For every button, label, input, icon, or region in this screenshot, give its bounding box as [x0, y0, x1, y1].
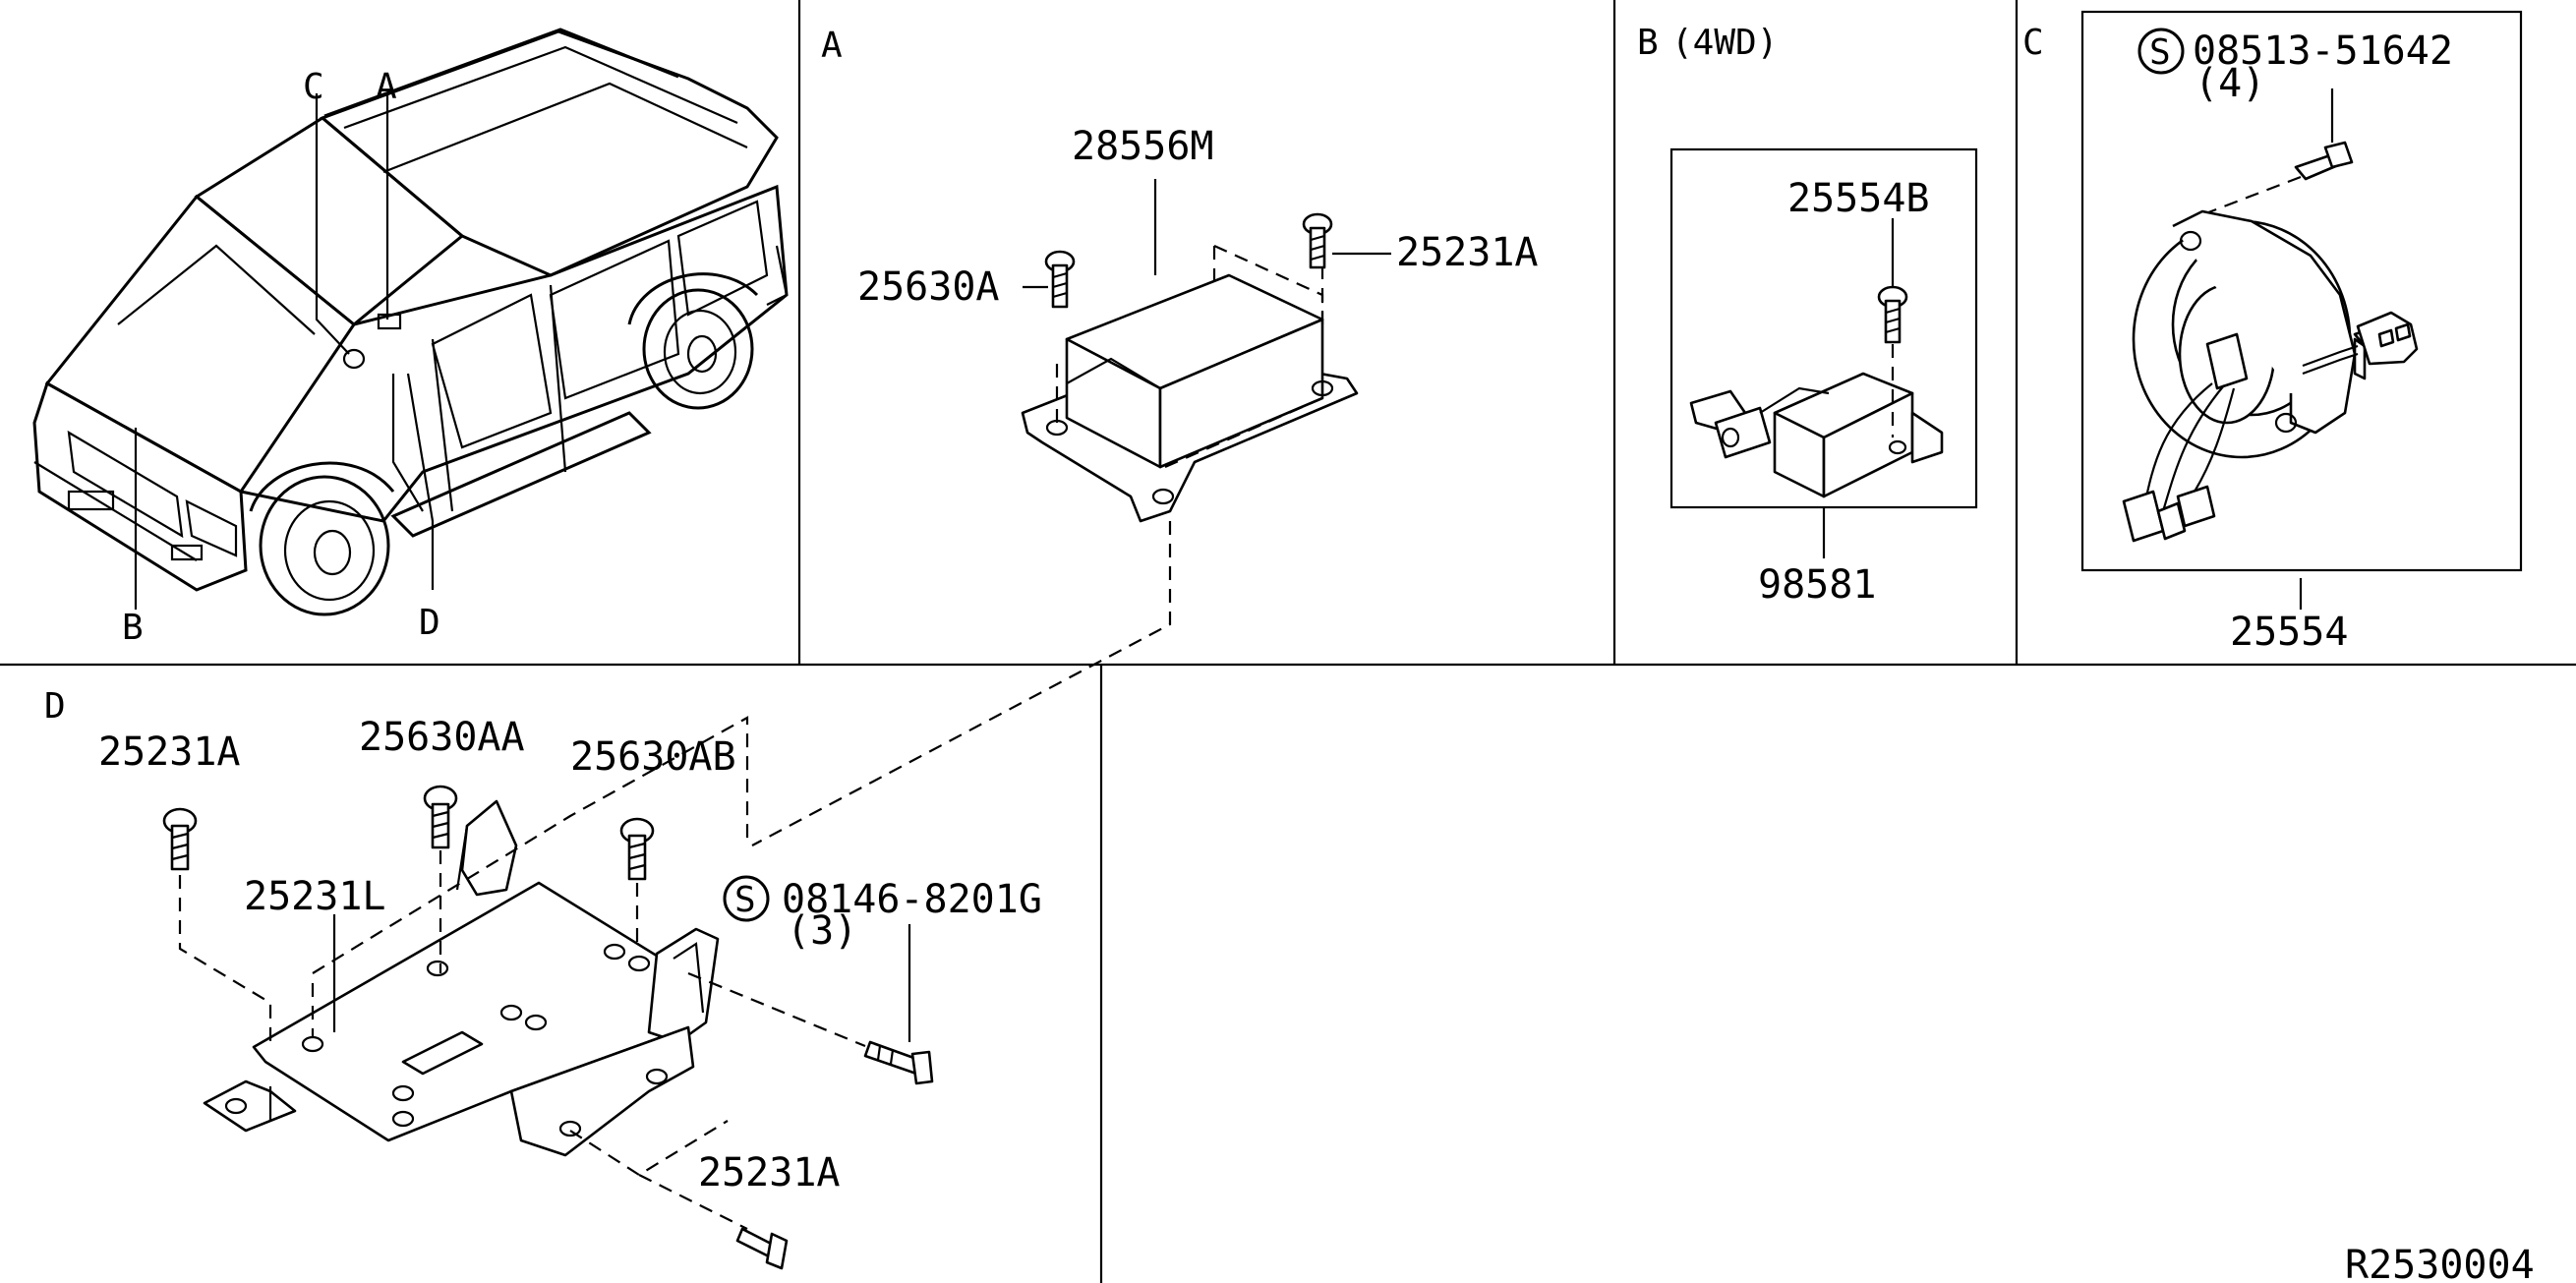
screw-25231A-a	[1302, 212, 1333, 269]
airbag-control-unit	[751, 179, 1391, 846]
part-08513-51642: 08513-51642	[2193, 29, 2453, 74]
callout-b: B	[122, 608, 144, 648]
diagram-code: R2530004	[2345, 1243, 2535, 1283]
section-c-label: C	[2022, 23, 2044, 63]
part-25231A-d2: 25231A	[698, 1150, 841, 1196]
screw-25231A-d2	[735, 1227, 789, 1270]
screw-25630A	[1044, 250, 1076, 309]
vehicle-illustration	[32, 28, 789, 616]
spiral-cable: S	[2122, 28, 2419, 610]
g-sensor	[1689, 218, 1944, 558]
screw-symbol-icon	[723, 875, 770, 922]
part-08513-qty: (4)	[2195, 61, 2265, 106]
mounting-bracket	[162, 716, 934, 1270]
section-d-label: D	[44, 686, 66, 727]
part-28556M: 28556M	[1072, 124, 1214, 169]
screw-symbol-c: S	[2149, 32, 2171, 73]
callout-d: D	[419, 603, 440, 643]
bolt-08146	[863, 1040, 934, 1085]
callout-a: A	[376, 67, 397, 107]
screw-25231A-d1	[162, 807, 198, 871]
part-25231A-d1: 25231A	[98, 729, 241, 775]
screw-symbol-icon	[2137, 28, 2185, 75]
part-98581: 98581	[1758, 562, 1876, 608]
part-25554: 25554	[2230, 610, 2348, 655]
part-25231A-top: 25231A	[1396, 230, 1539, 275]
section-b-label: B	[1637, 23, 1659, 63]
part-25630AB: 25630AB	[570, 734, 736, 780]
part-08146-8201G: 08146-8201G	[782, 877, 1042, 922]
screw-symbol-d: S	[734, 880, 756, 920]
part-25231L: 25231L	[244, 874, 386, 919]
screw-25630AA	[423, 785, 458, 849]
section-b-note: (4WD)	[1671, 23, 1778, 63]
part-25554B: 25554B	[1787, 176, 1930, 221]
callout-c: C	[303, 67, 324, 107]
part-25630A: 25630A	[857, 264, 1000, 310]
section-a-label: A	[821, 26, 843, 66]
screw-25630AB	[619, 817, 655, 881]
part-25630AA: 25630AA	[359, 715, 525, 760]
part-08146-qty: (3)	[787, 908, 857, 954]
frame-c	[2080, 10, 2523, 572]
screw-25554B	[1877, 285, 1908, 344]
